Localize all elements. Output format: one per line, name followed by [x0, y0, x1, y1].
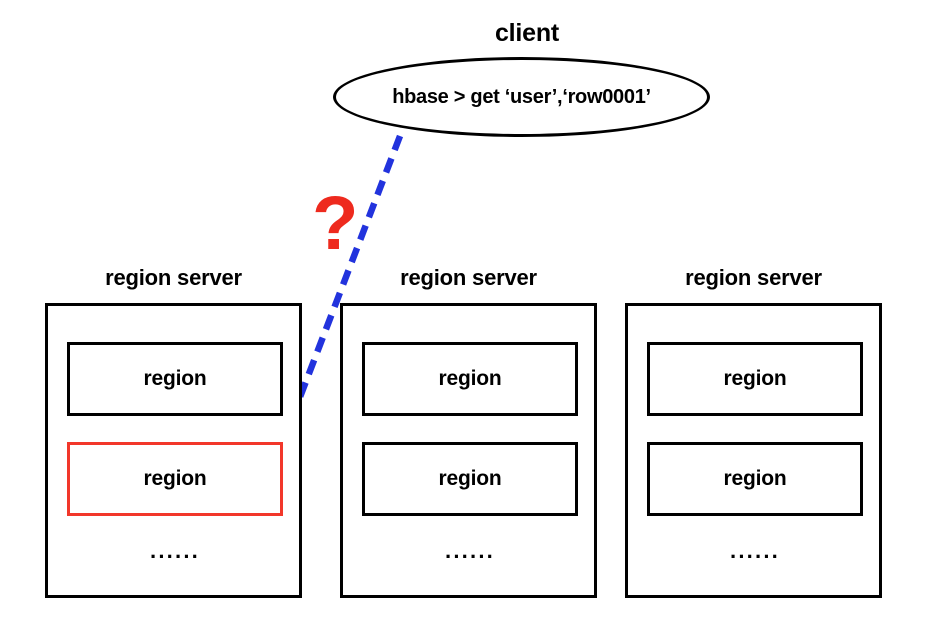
region-server-2-box: region region ······ [340, 303, 597, 598]
region-box-3-1-label: region [723, 367, 787, 390]
region-server-2-ellipsis: ······ [445, 544, 495, 569]
region-box-2-2[interactable]: region [362, 442, 578, 516]
region-box-1-2-highlighted[interactable]: region [67, 442, 283, 516]
region-box-1-2-label: region [143, 467, 207, 490]
client-label: client [494, 19, 560, 47]
region-box-3-2-label: region [723, 467, 787, 490]
region-server-2-label: region server [400, 265, 537, 290]
region-server-1-box: region region ······ [45, 303, 302, 598]
region-box-1-1-label: region [143, 367, 207, 390]
region-server-3-box: region region ······ [625, 303, 882, 598]
region-box-2-1[interactable]: region [362, 342, 578, 416]
region-box-2-1-label: region [438, 367, 502, 390]
question-mark-icon: ? [312, 181, 359, 266]
region-server-1-label: region server [105, 265, 242, 290]
client-command-text: hbase > get ‘user’,‘row0001’ [392, 85, 651, 108]
region-server-3-label: region server [685, 265, 822, 290]
region-box-3-2[interactable]: region [647, 442, 863, 516]
region-box-2-2-label: region [438, 467, 502, 490]
region-server-3-ellipsis: ······ [730, 544, 780, 569]
region-box-1-1[interactable]: region [67, 342, 283, 416]
region-server-1-ellipsis: ······ [150, 544, 200, 569]
client-ellipse-shape: hbase > get ‘user’,‘row0001’ [333, 57, 710, 137]
region-box-3-1[interactable]: region [647, 342, 863, 416]
